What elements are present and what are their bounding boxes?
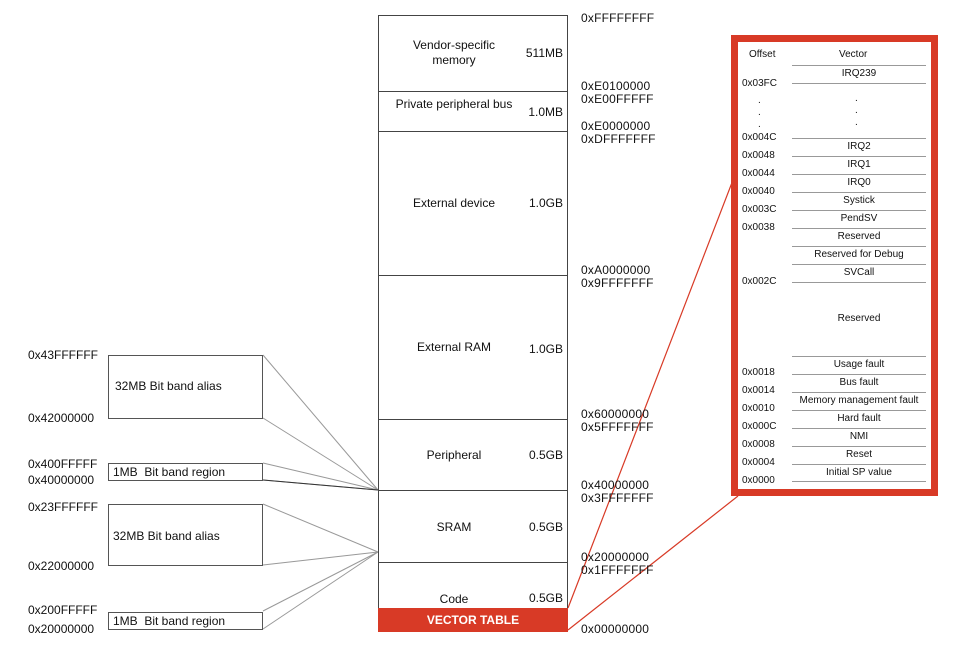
offset-label: 0x003C <box>742 204 777 215</box>
bit-band-address: 0x43FFFFFF <box>28 348 99 362</box>
bit-band-label: 1MB Bit band region <box>113 614 226 628</box>
offset-label: 0x002C <box>742 276 777 287</box>
vector-row: NMI <box>792 428 926 446</box>
offset-label: 0x0018 <box>742 367 775 378</box>
offset-label: 0x0014 <box>742 385 775 396</box>
vector-row: IRQ0 <box>792 174 926 192</box>
bit-band-label: 32MB Bit band alias <box>113 529 220 543</box>
bit-band-address: 0x22000000 <box>28 559 95 573</box>
vector-header: Vector <box>839 49 868 60</box>
bit-band-address: 0x400FFFFF <box>28 457 98 471</box>
vector-row: Usage fault <box>792 356 926 374</box>
bit-band-region-box: 1MB Bit band region <box>108 463 263 481</box>
address-label: 0x00000000 <box>581 622 650 636</box>
vector-row: Initial SP value <box>792 464 926 482</box>
vector-row: PendSV <box>792 210 926 228</box>
offset-label: 0x0040 <box>742 186 775 197</box>
bit-band-address: 0x40000000 <box>28 473 95 487</box>
offset-label: 0x0048 <box>742 150 775 161</box>
region-size: 1.0MB <box>528 105 563 119</box>
offset-label: 0x0004 <box>742 457 775 468</box>
vector-row-ellipsis: . . . <box>792 83 926 138</box>
bit-band-address: 0x42000000 <box>28 411 95 425</box>
region-size: 0.5GB <box>528 591 563 605</box>
region-name: Private peripheral bus <box>395 97 513 111</box>
address-label: 0xDFFFFFFF <box>581 132 656 146</box>
offset-label: 0x0038 <box>742 222 775 233</box>
address-label: 0x60000000 <box>581 407 650 421</box>
region-size: 0.5GB <box>528 448 563 462</box>
bit-band-region-box: 1MB Bit band region <box>108 612 263 630</box>
vector-row: Bus fault <box>792 374 926 392</box>
bit-band-alias-box: 32MB Bit band alias <box>108 355 263 419</box>
vector-row: Reserved for Debug <box>792 246 926 264</box>
vector-table-block: VECTOR TABLE <box>378 608 568 632</box>
address-label: 0x9FFFFFFF <box>581 276 654 290</box>
region-name: External device <box>412 196 496 210</box>
region-size: 1.0GB <box>528 196 563 210</box>
address-label: 0xA0000000 <box>581 263 651 277</box>
address-label: 0x3FFFFFFF <box>581 491 654 505</box>
offset-label: 0x03FC <box>742 78 778 89</box>
region-name: External RAM <box>416 340 492 354</box>
offset-label: 0x0008 <box>742 439 775 450</box>
region-external-ram: External RAM 1.0GB <box>378 275 568 420</box>
address-label: 0x40000000 <box>581 478 650 492</box>
region-peripheral: Peripheral 0.5GB <box>378 419 568 491</box>
address-label: 0x1FFFFFFF <box>581 563 654 577</box>
offset-label: 0x004C <box>742 132 777 143</box>
region-code: Code 0.5GB <box>378 562 568 608</box>
address-label: 0xFFFFFFFF <box>581 11 655 25</box>
offset-label: 0x0010 <box>742 403 775 414</box>
region-size: 511MB <box>525 46 563 60</box>
vector-row: IRQ2 <box>792 138 926 156</box>
vector-row: Reset <box>792 446 926 464</box>
address-label: 0xE00FFFFF <box>581 92 654 106</box>
offset-label: 0x0000 <box>742 475 775 486</box>
vector-row: SVCall <box>792 264 926 282</box>
offset-label: 0x0044 <box>742 168 775 179</box>
bit-band-address: 0x200FFFFF <box>28 603 98 617</box>
vector-row: IRQ1 <box>792 156 926 174</box>
offset-header: Offset <box>749 49 776 60</box>
address-label: 0x5FFFFFFF <box>581 420 654 434</box>
region-name: SRAM <box>436 520 472 534</box>
region-size: 1.0GB <box>528 342 563 356</box>
bit-band-address: 0x23FFFFFF <box>28 500 99 514</box>
bit-band-alias-box: 32MB Bit band alias <box>108 504 263 566</box>
vector-row: Systick <box>792 192 926 210</box>
bit-band-label: 32MB Bit band alias <box>115 379 222 393</box>
vector-row: Memory management fault <box>792 392 926 410</box>
region-sram: SRAM 0.5GB <box>378 490 568 563</box>
address-label: 0xE0100000 <box>581 79 651 93</box>
region-name: Vendor-specific memory <box>412 38 496 67</box>
vector-row: IRQ239 <box>792 65 926 83</box>
bit-band-label: 1MB Bit band region <box>113 465 226 479</box>
vector-row: Reserved <box>792 228 926 246</box>
region-size: 0.5GB <box>528 520 563 534</box>
region-private-peripheral-bus: Private peripheral bus 1.0MB <box>378 91 568 132</box>
region-name: Peripheral <box>426 448 482 462</box>
vector-row: Reserved <box>792 282 926 356</box>
vector-table-panel: Offset Vector IRQ239 . . . IRQ2 IRQ1 IRQ… <box>731 35 938 496</box>
offset-label: 0x000C <box>742 421 777 432</box>
region-name: Code <box>439 592 469 606</box>
address-label: 0xE0000000 <box>581 119 651 133</box>
address-label: 0x20000000 <box>581 550 650 564</box>
region-external-device: External device 1.0GB <box>378 131 568 276</box>
bit-band-address: 0x20000000 <box>28 622 95 636</box>
vector-row: Hard fault <box>792 410 926 428</box>
region-vendor-specific: Vendor-specific memory 511MB <box>378 15 568 92</box>
